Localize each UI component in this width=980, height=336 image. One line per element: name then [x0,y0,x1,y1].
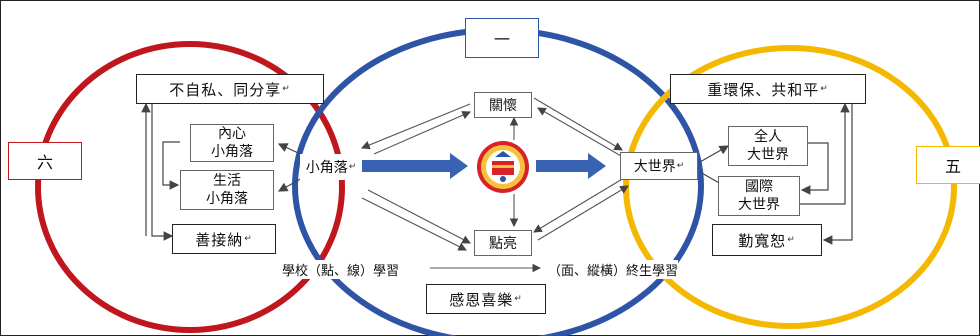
center-footer-label: 感恩喜樂 [449,290,514,309]
return-mark: ↵ [787,235,796,245]
center-bottom-label: 點亮 [489,236,517,252]
center-right-node: 大世界↵ [620,152,698,180]
right-top-label: 重環保、共和平 [707,80,820,99]
left-inner-top-box: 內心 小角落 [190,124,274,162]
return-mark: ↵ [244,234,253,244]
right-bottom-label: 勤寬恕 [738,231,787,250]
learning-line-right: （面、縱橫）終生學習 [548,260,679,279]
left-inner-top-line1: 內心 [218,126,246,142]
left-bottom-label: 善接納 [195,230,244,249]
left-ring [35,41,345,333]
left-inner-bottom-box: 生活 小角落 [180,170,274,210]
left-bottom-box: 善接納↵ [172,224,276,254]
left-inner-top-line2: 小角落 [211,144,253,160]
blue-flow-arrows [362,153,606,179]
right-inner-bottom-line2: 大世界 [738,197,780,213]
return-mark: ↵ [676,161,685,171]
right-inner-top-box: 全人 大世界 [728,126,808,166]
right-connectors [699,102,853,245]
return-mark: ↵ [820,84,829,94]
section-tag-right: 五 [916,146,980,184]
section-tag-center: 一 [465,18,539,58]
right-inner-top-line1: 全人 [754,129,782,145]
center-top-label: 關懷 [489,98,517,114]
center-top-node: 關懷 [474,92,532,118]
center-connectors [360,97,629,273]
right-top-box: 重環保、共和平↵ [670,74,866,104]
left-connectors [141,102,314,241]
center-left-label: 小角落 [305,160,348,176]
center-footer-box: 感恩喜樂↵ [426,284,546,314]
school-emblem-icon [477,141,529,193]
learning-line-left: 學校（點、線）學習 [282,260,400,279]
right-bottom-box: 勤寬恕↵ [712,224,822,256]
return-mark: ↵ [282,84,291,94]
center-right-label: 大世界 [633,159,676,175]
center-bottom-node: 點亮 [474,230,532,256]
center-left-node: 小角落↵ [300,154,362,180]
left-inner-bottom-line1: 生活 [213,173,241,189]
right-inner-top-line2: 大世界 [747,147,789,163]
right-inner-bottom-box: 國際 大世界 [718,176,800,216]
left-inner-bottom-line2: 小角落 [206,191,248,207]
right-inner-bottom-line1: 國際 [745,179,773,195]
left-top-label: 不自私、同分享 [169,80,282,99]
return-mark: ↵ [348,162,357,172]
return-mark: ↵ [514,294,523,304]
section-tag-left: 六 [8,142,82,180]
left-top-box: 不自私、同分享↵ [136,74,324,104]
